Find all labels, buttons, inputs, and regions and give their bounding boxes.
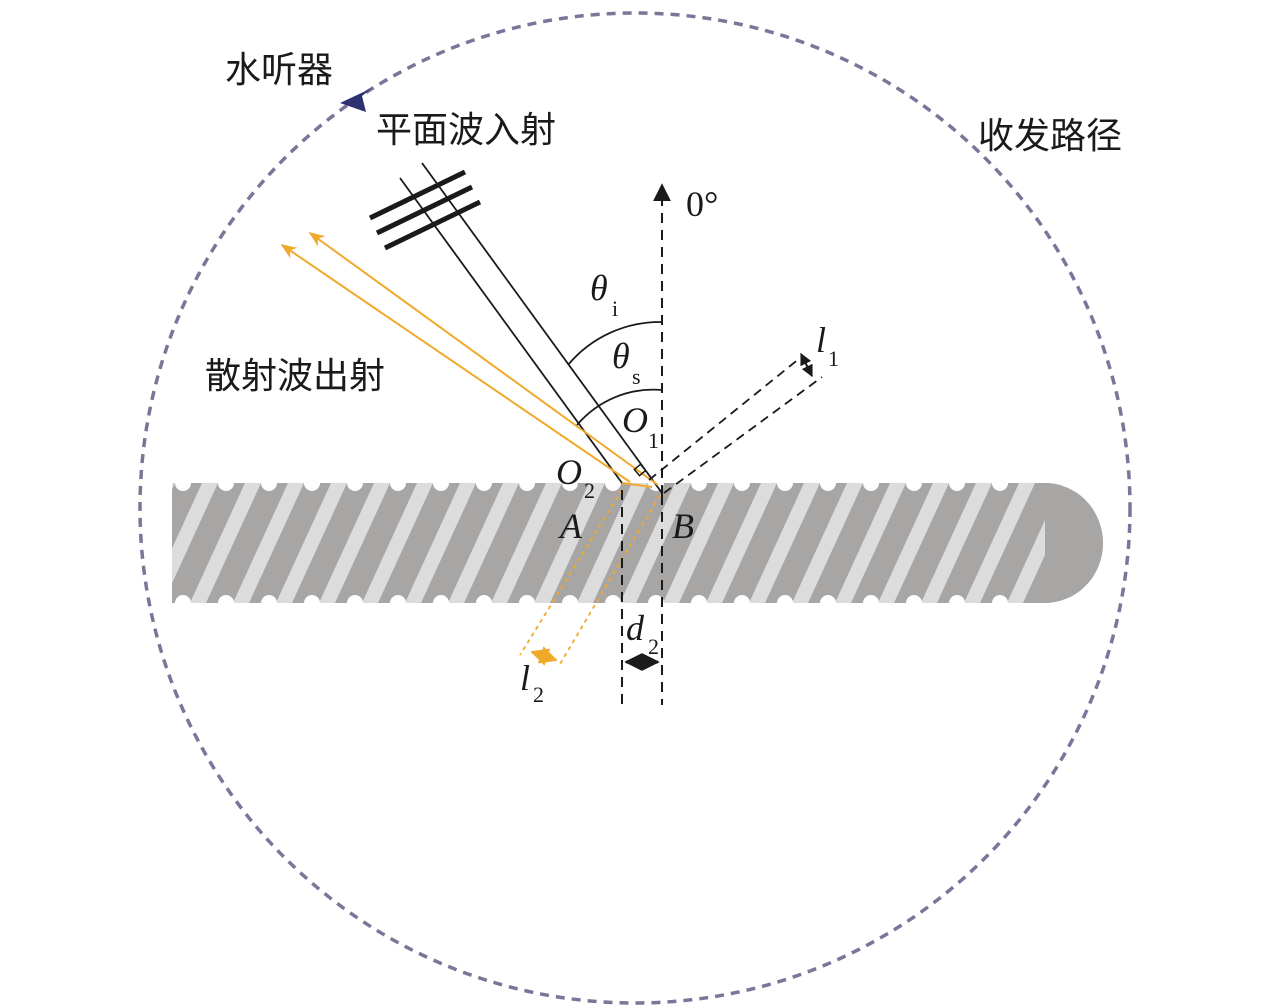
plane-wave-incident-label: 平面波入射 (376, 110, 556, 151)
rod-thread-stripe (679, 483, 761, 603)
rod-thread-stripe (335, 483, 417, 603)
rod-thread-bump (777, 475, 793, 491)
rod-thread-bump (261, 595, 277, 611)
rod-thread-stripe (937, 483, 1019, 603)
rod-thread-stripe (507, 483, 589, 603)
rod-thread-stripe (421, 483, 503, 603)
rod-thread-bump (347, 595, 363, 611)
rod-thread-bump (734, 595, 750, 611)
rod-thread-bump (820, 595, 836, 611)
rod-thread-bump (519, 595, 535, 611)
incident-wave (368, 162, 663, 494)
rod-thread-bump (175, 595, 191, 611)
rod-thread-stripe (722, 483, 804, 603)
scattered-wave-exit-label: 散射波出射 (205, 356, 385, 397)
rod-thread-bump (519, 475, 535, 491)
theta-s-arc (576, 388, 663, 426)
rod-thread-stripe (636, 483, 718, 603)
theta-s-symbol: θ (612, 336, 630, 376)
rod-thread-bump (562, 475, 578, 491)
rod-thread-bump (777, 595, 793, 611)
o2-symbol: O (556, 452, 582, 492)
rod-thread-bump (218, 595, 234, 611)
theta-i-symbol: θ (590, 268, 608, 308)
l2-subscript: 2 (533, 682, 544, 707)
rod-thread-stripe (249, 483, 331, 603)
hydrophone-path-circle (138, 11, 1132, 1005)
rod-thread-bump (304, 475, 320, 491)
rod-thread-stripe (980, 483, 1062, 603)
rod-thread-stripe (851, 483, 933, 603)
rod-thread-bump (734, 475, 750, 491)
zero-degree-label: 0° (686, 184, 718, 224)
d2-guides (621, 490, 663, 705)
rod (172, 475, 1103, 611)
rod-thread-bump (347, 475, 363, 491)
rod-thread-stripe (378, 483, 460, 603)
rod-thread-bump (476, 475, 492, 491)
rod-thread-bump (906, 475, 922, 491)
o1-symbol: O (622, 400, 648, 440)
o1-subscript: 1 (648, 428, 659, 453)
rod-thread-bump (476, 595, 492, 611)
rod-thread-bump (390, 475, 406, 491)
rod-thread-bump (433, 475, 449, 491)
rod-thread-bump (863, 595, 879, 611)
rod-thread-stripe (172, 483, 245, 603)
rod-thread-bump (433, 595, 449, 611)
scattered-wave (280, 232, 659, 488)
theta-s-subscript: s (632, 364, 641, 389)
rod-thread-bump (390, 595, 406, 611)
d2-symbol: d (626, 608, 645, 648)
l2-projection (519, 489, 661, 665)
rod-thread-bump (261, 475, 277, 491)
rod-thread-stripe (292, 483, 374, 603)
point-b-label: B (672, 506, 694, 546)
right-angle-mark (633, 463, 647, 477)
rod-thread-bump (691, 595, 707, 611)
rod-thread-bump (648, 595, 664, 611)
rod-thread-bump (605, 595, 621, 611)
rod-thread-bump (992, 475, 1008, 491)
rod-thread-stripe (206, 483, 288, 603)
l1-projection (648, 357, 823, 494)
l2-symbol: l (520, 658, 530, 698)
rod-thread-bump (175, 475, 191, 491)
hydrophone-marker-icon (340, 88, 372, 112)
rod-thread-bump (218, 475, 234, 491)
point-a-label: A (558, 506, 583, 546)
rod-thread-bump (863, 475, 879, 491)
theta-i-subscript: i (612, 296, 618, 321)
l2-arrow (530, 646, 558, 666)
rod-thread-stripe (765, 483, 847, 603)
rod-thread-bump (562, 595, 578, 611)
rod-thread-bump (906, 595, 922, 611)
rod-thread-stripe (172, 483, 202, 603)
o2-subscript: 2 (584, 478, 595, 503)
rod-thread-bump (304, 595, 320, 611)
theta-i-arc (567, 321, 663, 366)
rod-thread-bump (605, 475, 621, 491)
l1-subscript: 1 (828, 346, 839, 371)
rod-end-cap (1045, 483, 1103, 603)
rod-thread-bump (691, 475, 707, 491)
rod-thread-bump (949, 475, 965, 491)
rod-thread-stripe (894, 483, 976, 603)
rod-thread-bump (949, 595, 965, 611)
d2-subscript: 2 (648, 634, 659, 659)
l1-arrow (800, 352, 813, 378)
hydrophone-label: 水听器 (225, 50, 333, 91)
rod-thread-bump (820, 475, 836, 491)
rod-thread-bump (992, 595, 1008, 611)
rod-thread-stripe (808, 483, 890, 603)
tx-rx-path-label: 收发路径 (978, 116, 1122, 157)
l1-symbol: l (816, 320, 826, 360)
rod-thread-stripe (464, 483, 546, 603)
